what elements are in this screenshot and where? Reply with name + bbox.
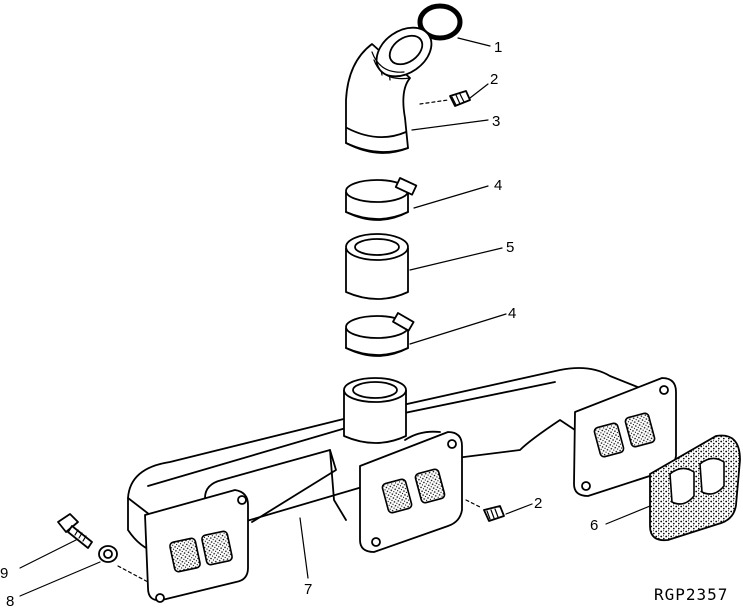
clamp-part-4-upper [345, 177, 418, 221]
clamp-part-4-lower [345, 312, 415, 357]
hose-part-5 [345, 233, 409, 300]
callout-label-7: 7 [304, 581, 312, 598]
fitting-part-2-lower [465, 499, 505, 522]
o-ring-part-1 [417, 3, 463, 41]
cap-screw-part-9 [57, 513, 93, 549]
figure-reference-code: RGP2357 [654, 585, 728, 604]
gasket-part-6 [649, 434, 741, 542]
fitting-part-2-upper [419, 90, 471, 107]
callout-label-1: 1 [494, 39, 502, 56]
elbow-part-3 [345, 26, 433, 154]
callout-label-8: 8 [6, 593, 14, 610]
callout-label-9: 9 [0, 565, 8, 582]
callout-label-2-lower: 2 [534, 495, 542, 512]
exhaust-manifold-part-7 [127, 367, 677, 603]
leader-lines [19, 37, 651, 597]
callout-label-3: 3 [492, 113, 500, 130]
callout-label-6: 6 [590, 517, 598, 534]
washer-part-8 [98, 545, 149, 583]
callout-label-2-upper: 2 [490, 71, 498, 88]
callout-label-4-lower: 4 [508, 305, 516, 322]
callout-label-4-upper: 4 [494, 177, 502, 194]
callout-label-5: 5 [506, 239, 514, 256]
